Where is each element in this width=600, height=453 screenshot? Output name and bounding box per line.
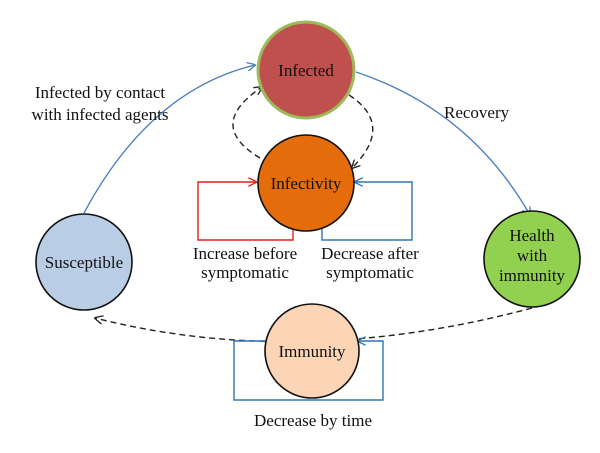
decrease-feedback-loop xyxy=(321,182,413,241)
decrease-label-line-2: symptomatic xyxy=(326,263,414,282)
node-health-label-line-3: immunity xyxy=(499,266,566,285)
node-infected[interactable]: Infected xyxy=(256,20,356,120)
node-infectivity[interactable]: Infectivity xyxy=(257,134,355,232)
node-infectivity-shape xyxy=(257,134,355,232)
contact-label-line-2: with infected agents xyxy=(32,105,169,124)
contact-infection-arrow xyxy=(83,65,255,214)
node-health-label-line-1: Health xyxy=(509,226,555,245)
recovery-arrow xyxy=(355,71,530,215)
increase-label-line-1: Increase before xyxy=(193,244,297,263)
increase-feedback-loop xyxy=(197,182,294,241)
node-infectivity-label: Infectivity xyxy=(271,174,342,193)
node-immunity-label: Immunity xyxy=(278,342,346,361)
infectivity-to-infected-dashed-arrow xyxy=(232,87,262,159)
increase-label-line-2: symptomatic xyxy=(201,263,289,282)
infected-to-infectivity-dashed-arrow xyxy=(348,94,374,168)
node-immunity-shape xyxy=(264,303,360,399)
node-health-label-line-2: with xyxy=(517,246,548,265)
node-infected-label: Infected xyxy=(278,61,334,80)
decrease-by-time-label: Decrease by time xyxy=(254,411,372,430)
node-susceptible[interactable]: Susceptible xyxy=(35,213,133,311)
contact-label-line-1: Infected by contact xyxy=(35,83,166,102)
decrease-label-line-1: Decrease after xyxy=(321,244,419,263)
recovery-label: Recovery xyxy=(444,103,510,122)
node-infected-shape xyxy=(256,20,356,120)
node-immunity[interactable]: Immunity xyxy=(264,303,360,399)
node-health-shape xyxy=(483,210,581,308)
immunity-loss-dashed-arrow xyxy=(95,307,533,343)
node-susceptible-label: Susceptible xyxy=(45,253,123,272)
decrease-by-time-loop xyxy=(233,341,384,401)
node-susceptible-shape xyxy=(35,213,133,311)
node-health-with-immunity[interactable]: Health with immunity xyxy=(483,210,581,308)
